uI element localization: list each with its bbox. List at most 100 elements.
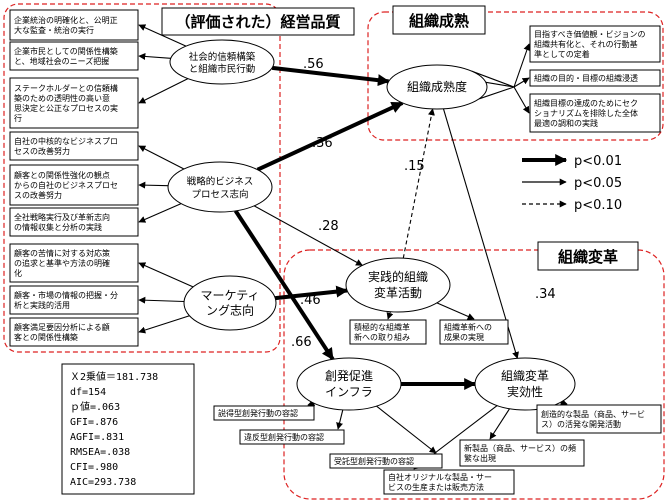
coef-social-maturity: .56 [303, 57, 324, 72]
effectiveness-indicator-1: 創造的な製品（商品、サービス）の活発な開発活動 [536, 404, 662, 434]
effectiveness-indicator-2-line-1: 新製品（商品、サービス）の頻 [464, 443, 576, 453]
latent-org-maturity-line-1: 組織成熟度 [407, 79, 467, 94]
maturity-indicator-1-arrow [513, 43, 531, 88]
latent-practical-change-line-1: 実践的組織 [368, 269, 428, 284]
quality-indicator-2-line-2: と、地域社会のニーズ把握 [14, 56, 109, 66]
path-maturity-to-effectiveness [442, 108, 519, 359]
maturity-indicator-2-arrow [513, 77, 530, 88]
practical-indicator-1-arrow [386, 311, 394, 320]
maturity-indicator-3-arrow [513, 86, 530, 114]
latent-org-maturity: 組織成熟度 [386, 64, 488, 110]
path-strategic-to-practical [253, 205, 363, 266]
maturity-indicator-3-line-3: 最適の調和の実践 [534, 118, 598, 128]
quality-indicator-3-line-1: ステークホルダーとの信頼構 [14, 83, 118, 93]
quality-indicator-7-line-1: 顧客の苦情に対する対応策 [14, 248, 110, 258]
quality-indicator-8-arrow [138, 296, 185, 304]
practical-indicator-1-line-1: 積極的な組織革 [354, 322, 410, 332]
latent-change-effectiveness-line-1: 組織変革 [501, 368, 549, 383]
quality-indicator-2-arrow [138, 52, 171, 60]
fit-df: df=154 [70, 387, 106, 398]
infra-indicator-3: 受託型創発行動の容認 [329, 453, 443, 469]
fit-cfi: CFI=.980 [70, 462, 118, 473]
maturity-indicator-3-line-1: 組織目標の達成のためにセク [534, 98, 638, 108]
quality-indicator-6-line-1: 全社戦略実行及び革新志向 [14, 212, 110, 222]
infra-indicator-3-arrow [376, 405, 437, 454]
maturity-trunk-2 [485, 81, 515, 88]
quality-indicator-3-arrow [138, 78, 189, 104]
maturity-indicator-1-line-2: 組織共有化と、それの行動基 [534, 39, 638, 49]
effectiveness-indicator-3-line-2: ビスの生産または販売方法 [388, 482, 484, 492]
fit-agfi: AGFI=.831 [70, 432, 124, 443]
quality-indicator-4-line-1: 自社の中核的なビジネスプロ [14, 136, 118, 146]
legend: p<0.01 p<0.05 p<0.10 [522, 154, 622, 213]
maturity-indicator-1-line-3: 準としての定着 [534, 49, 590, 59]
maturity-indicator-2: 組織の目的・目標の組織浸透 [529, 69, 661, 87]
latent-marketing-line-1: マーケティ [200, 289, 259, 303]
effectiveness-indicator-2-arrow [489, 408, 511, 440]
coef-marketing-practical: .46 [300, 293, 321, 308]
infra-indicator-1: 説得型創発行動の容認 [213, 405, 315, 421]
effectiveness-indicator-1-line-2: ス）の活発な開発活動 [541, 419, 621, 429]
fit-chi2: Ｘ2乗値＝181.738 [70, 370, 158, 383]
fit-gfi: GFI=.876 [70, 417, 118, 428]
quality-indicator-7-line-2: の追求と基準や方法の明確 [14, 258, 110, 268]
maturity-indicator-3-line-2: ショナリズムを排除した全体 [534, 108, 638, 118]
quality-indicator-5-line-3: スの改善努力 [14, 190, 62, 200]
quality-indicator-5-line-2: からの自社のビジネスプロセ [14, 180, 118, 190]
latent-change-effectiveness-line-2: 実効性 [507, 384, 543, 399]
quality-indicator-1-arrow [138, 24, 187, 47]
quality-indicator-9-line-1: 顧客満足要因分析による顧 [14, 322, 110, 332]
quality-indicator-9-line-2: 客との関係性構築 [14, 332, 78, 342]
practical-indicator-2-line-1: 組織革新への [444, 322, 492, 332]
latent-social-trust-line-1: 社会的信頼構築 [189, 51, 256, 63]
quality-indicator-4-line-2: セスの改善努力 [14, 146, 70, 156]
quality-indicator-5-arrow [138, 181, 169, 189]
fit-stats-box: Ｘ2乗値＝181.738 df=154 ｐ値=.063 GFI=.876 AGF… [61, 363, 195, 495]
path-strategic-to-infra [233, 209, 335, 361]
legend-solid-label: p<0.05 [574, 176, 622, 191]
quality-indicator-3-line-4: 行 [14, 113, 22, 123]
labels-layer: .56.36.28.15.46.66.34 [291, 57, 556, 350]
practical-indicator-2-arrow [436, 302, 475, 320]
fit-aic: AIC=293.738 [70, 477, 136, 488]
quality-indicator-2-line-1: 企業市民としての関係性構築 [14, 46, 118, 56]
quality-indicator-7-arrow [138, 262, 194, 288]
quality-indicator-9-arrow [138, 315, 190, 334]
effectiveness-indicator-1-line-1: 創造的な製品（商品、サービ [541, 409, 645, 419]
change-title: 組織変革 [537, 241, 639, 271]
quality-indicator-1-line-1: 企業統治の明確化と、公明正 [14, 15, 118, 25]
infra-indicator-1-arrow [307, 399, 316, 407]
fit-rmsea: RMSEA=.038 [70, 447, 130, 458]
fit-p: ｐ値=.063 [70, 400, 120, 413]
infra-indicator-1-line-1: 説得型創発行動の容認 [218, 408, 298, 418]
coef-strategic-practical: .28 [318, 219, 339, 234]
maturity-section-frame [367, 11, 664, 141]
practical-indicator-2-line-2: 成果の実現 [444, 332, 484, 342]
maturity-title: 組織成熟 [392, 5, 486, 35]
path-social-to-maturity [271, 65, 390, 87]
change-section-frame [283, 249, 665, 500]
effectiveness-indicator-3-line-1: 自社オリジナルな製品・サー [388, 472, 492, 482]
coef-practical-maturity: .15 [404, 159, 425, 174]
maturity-trunk-3 [479, 86, 515, 100]
maturity-trunk-1 [471, 70, 515, 88]
effectiveness-indicator-1-arrow [559, 398, 568, 406]
quality-title: （評価された）経営品質 [161, 7, 355, 36]
latent-practical-change-line-2: 変革活動 [374, 285, 422, 300]
